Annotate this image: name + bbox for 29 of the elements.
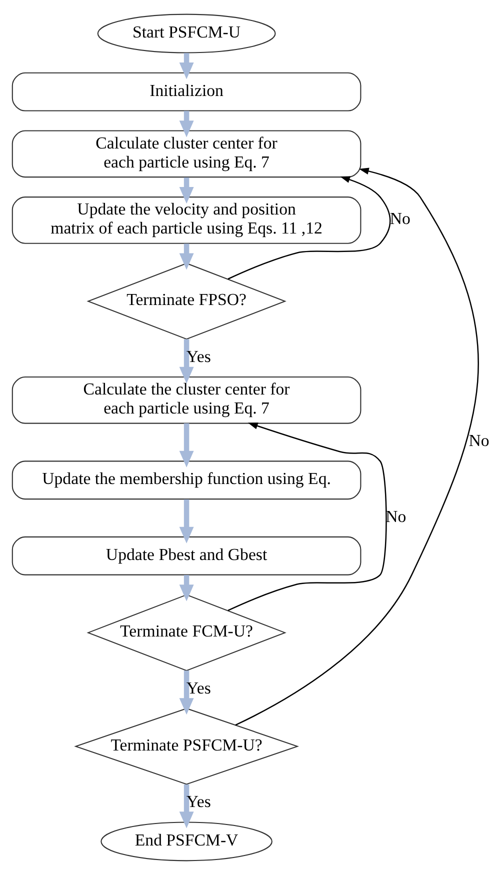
arrow <box>179 574 194 601</box>
edge-label: No <box>390 208 410 228</box>
node-diamond: Terminate PSFCM-U? <box>74 707 299 784</box>
node-box: Initializion <box>12 72 362 111</box>
arrow <box>179 176 194 204</box>
arrow <box>228 422 387 611</box>
arrow <box>179 110 194 137</box>
edge-label: No <box>468 430 490 450</box>
arrow <box>179 498 194 543</box>
node-diamond: Terminate FCM-U? <box>86 594 286 671</box>
node-box: Update Pbest and Gbest <box>12 536 362 575</box>
arrow <box>179 52 194 79</box>
node-box: Update the velocity and position matrix of each particle using Eqs. 11 ,12 <box>12 196 362 244</box>
arrow <box>228 176 391 280</box>
node-box: Calculate cluster center for each particle using Eq. 7 <box>12 130 362 178</box>
node-diamond: Terminate FPSO? <box>86 262 286 340</box>
node-ellipse: End PSFCM-V <box>100 821 272 861</box>
arrow <box>235 167 479 726</box>
edge-label: Yes <box>186 346 211 366</box>
node-ellipse: Start PSFCM-U <box>97 13 276 53</box>
edge-label: Yes <box>186 792 211 811</box>
arrow <box>179 338 194 383</box>
node-box: Calculate the cluster center for each particle using Eq. 7 <box>12 376 362 424</box>
arrow <box>179 243 194 270</box>
node-box: Update the membership function using Eq. <box>12 460 362 500</box>
arrow <box>179 670 194 714</box>
arrow <box>179 784 194 828</box>
edge-label: Yes <box>186 678 211 698</box>
arrow <box>179 422 194 467</box>
